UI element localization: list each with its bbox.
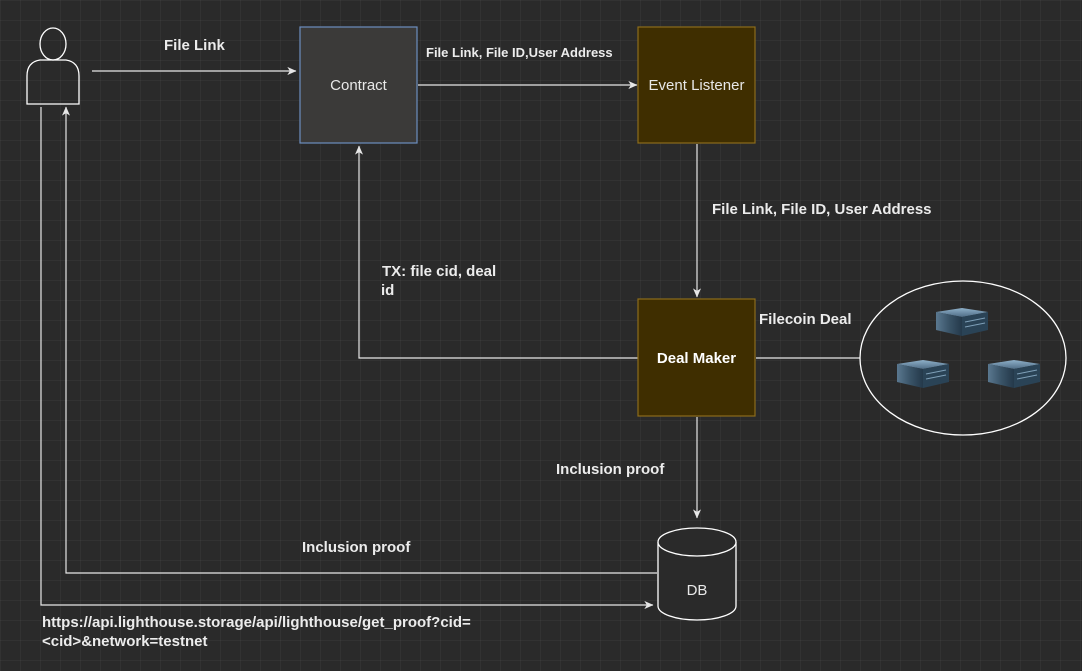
server-icon	[897, 360, 949, 388]
edge-user-to-db	[40, 107, 654, 610]
label-contract-to-listener: File Link, File ID,User Address	[426, 45, 613, 60]
edge-db-to-user	[61, 106, 657, 574]
server-icon	[936, 308, 988, 336]
label-proof-url-2: <cid>&network=testnet	[42, 633, 207, 650]
contract-label: Contract	[330, 77, 388, 94]
deal-maker-node[interactable]: Deal Maker	[637, 298, 756, 417]
storage-providers-cloud	[859, 280, 1067, 436]
label-dealmaker-to-contract-2: id	[381, 282, 394, 299]
event-listener-node[interactable]: Event Listener	[637, 26, 756, 144]
deal-maker-label: Deal Maker	[657, 350, 736, 367]
label-user-to-contract: File Link	[164, 37, 226, 54]
label-dealmaker-to-db: Inclusion proof	[556, 461, 665, 478]
event-listener-label: Event Listener	[649, 77, 745, 94]
label-filecoin-deal: Filecoin Deal	[759, 311, 852, 328]
server-icon	[988, 360, 1040, 388]
database-icon[interactable]: DB	[657, 527, 737, 621]
label-dealmaker-to-contract-1: TX: file cid, deal	[382, 263, 496, 280]
label-db-to-user: Inclusion proof	[302, 539, 411, 556]
user-icon	[26, 27, 80, 105]
label-proof-url-1: https://api.lighthouse.storage/api/light…	[42, 614, 471, 631]
edge-dealmaker-to-contract	[354, 145, 638, 359]
db-label: DB	[687, 582, 708, 599]
label-listener-to-dealmaker: File Link, File ID, User Address	[712, 201, 932, 218]
contract-node[interactable]: Contract	[299, 26, 418, 144]
